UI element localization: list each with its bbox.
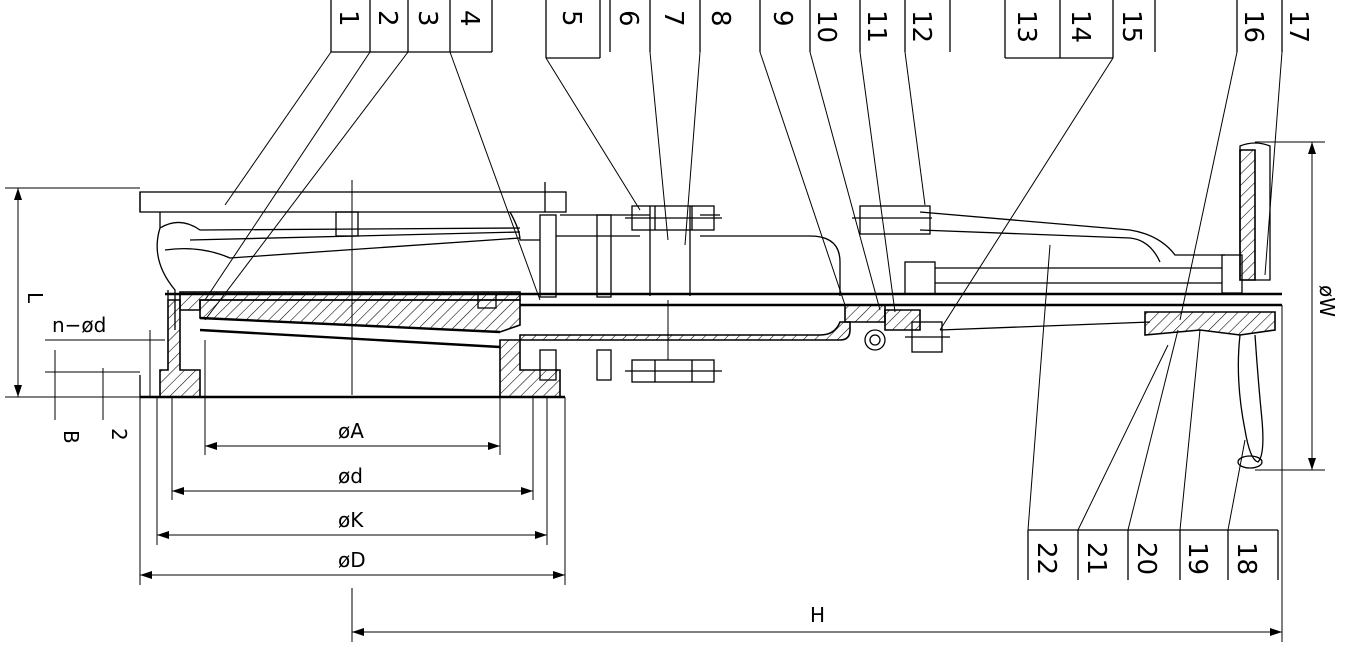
dim-H: H (810, 603, 825, 627)
part-5: 5 (556, 10, 586, 27)
dimension-labels: L n−ød B 2 øA ød øK øD H øW (23, 285, 1339, 627)
part-18: 18 (1231, 542, 1261, 575)
dim-phid: ød (338, 464, 363, 488)
dim-L: L (23, 292, 47, 304)
part-7: 7 (658, 10, 688, 27)
part-6: 6 (613, 10, 643, 27)
part-number-labels: 1 2 3 4 5 6 7 8 9 10 11 12 13 14 15 16 1… (333, 10, 1313, 575)
part-17: 17 (1283, 10, 1313, 43)
part-21: 21 (1081, 542, 1111, 575)
valve-body (139, 142, 1282, 469)
dim-phiW: øW (1315, 285, 1339, 317)
part-16: 16 (1238, 10, 1268, 43)
part-10: 10 (811, 10, 841, 43)
part-22: 22 (1031, 542, 1061, 575)
dim-phiD: øD (338, 548, 366, 572)
part-20: 20 (1131, 542, 1161, 575)
dim-2: 2 (107, 428, 131, 441)
part-2: 2 (372, 10, 402, 27)
part-9: 9 (767, 10, 797, 27)
leader-lines (204, 51, 1283, 531)
dim-phiK: øK (338, 508, 364, 532)
part-14: 14 (1065, 10, 1095, 43)
dim-phiA: øA (338, 419, 364, 443)
dimension-lines (5, 141, 1325, 642)
dim-B: B (59, 430, 83, 444)
part-3: 3 (412, 10, 442, 27)
part-4: 4 (454, 10, 484, 27)
part-8: 8 (705, 10, 735, 27)
part-1: 1 (333, 10, 363, 27)
part-15: 15 (1116, 10, 1146, 43)
label-table (330, 0, 1283, 580)
part-19: 19 (1182, 542, 1212, 575)
dim-n-phi-d: n−ød (52, 313, 106, 337)
part-12: 12 (906, 10, 936, 43)
part-13: 13 (1011, 10, 1041, 43)
part-11: 11 (861, 10, 891, 43)
